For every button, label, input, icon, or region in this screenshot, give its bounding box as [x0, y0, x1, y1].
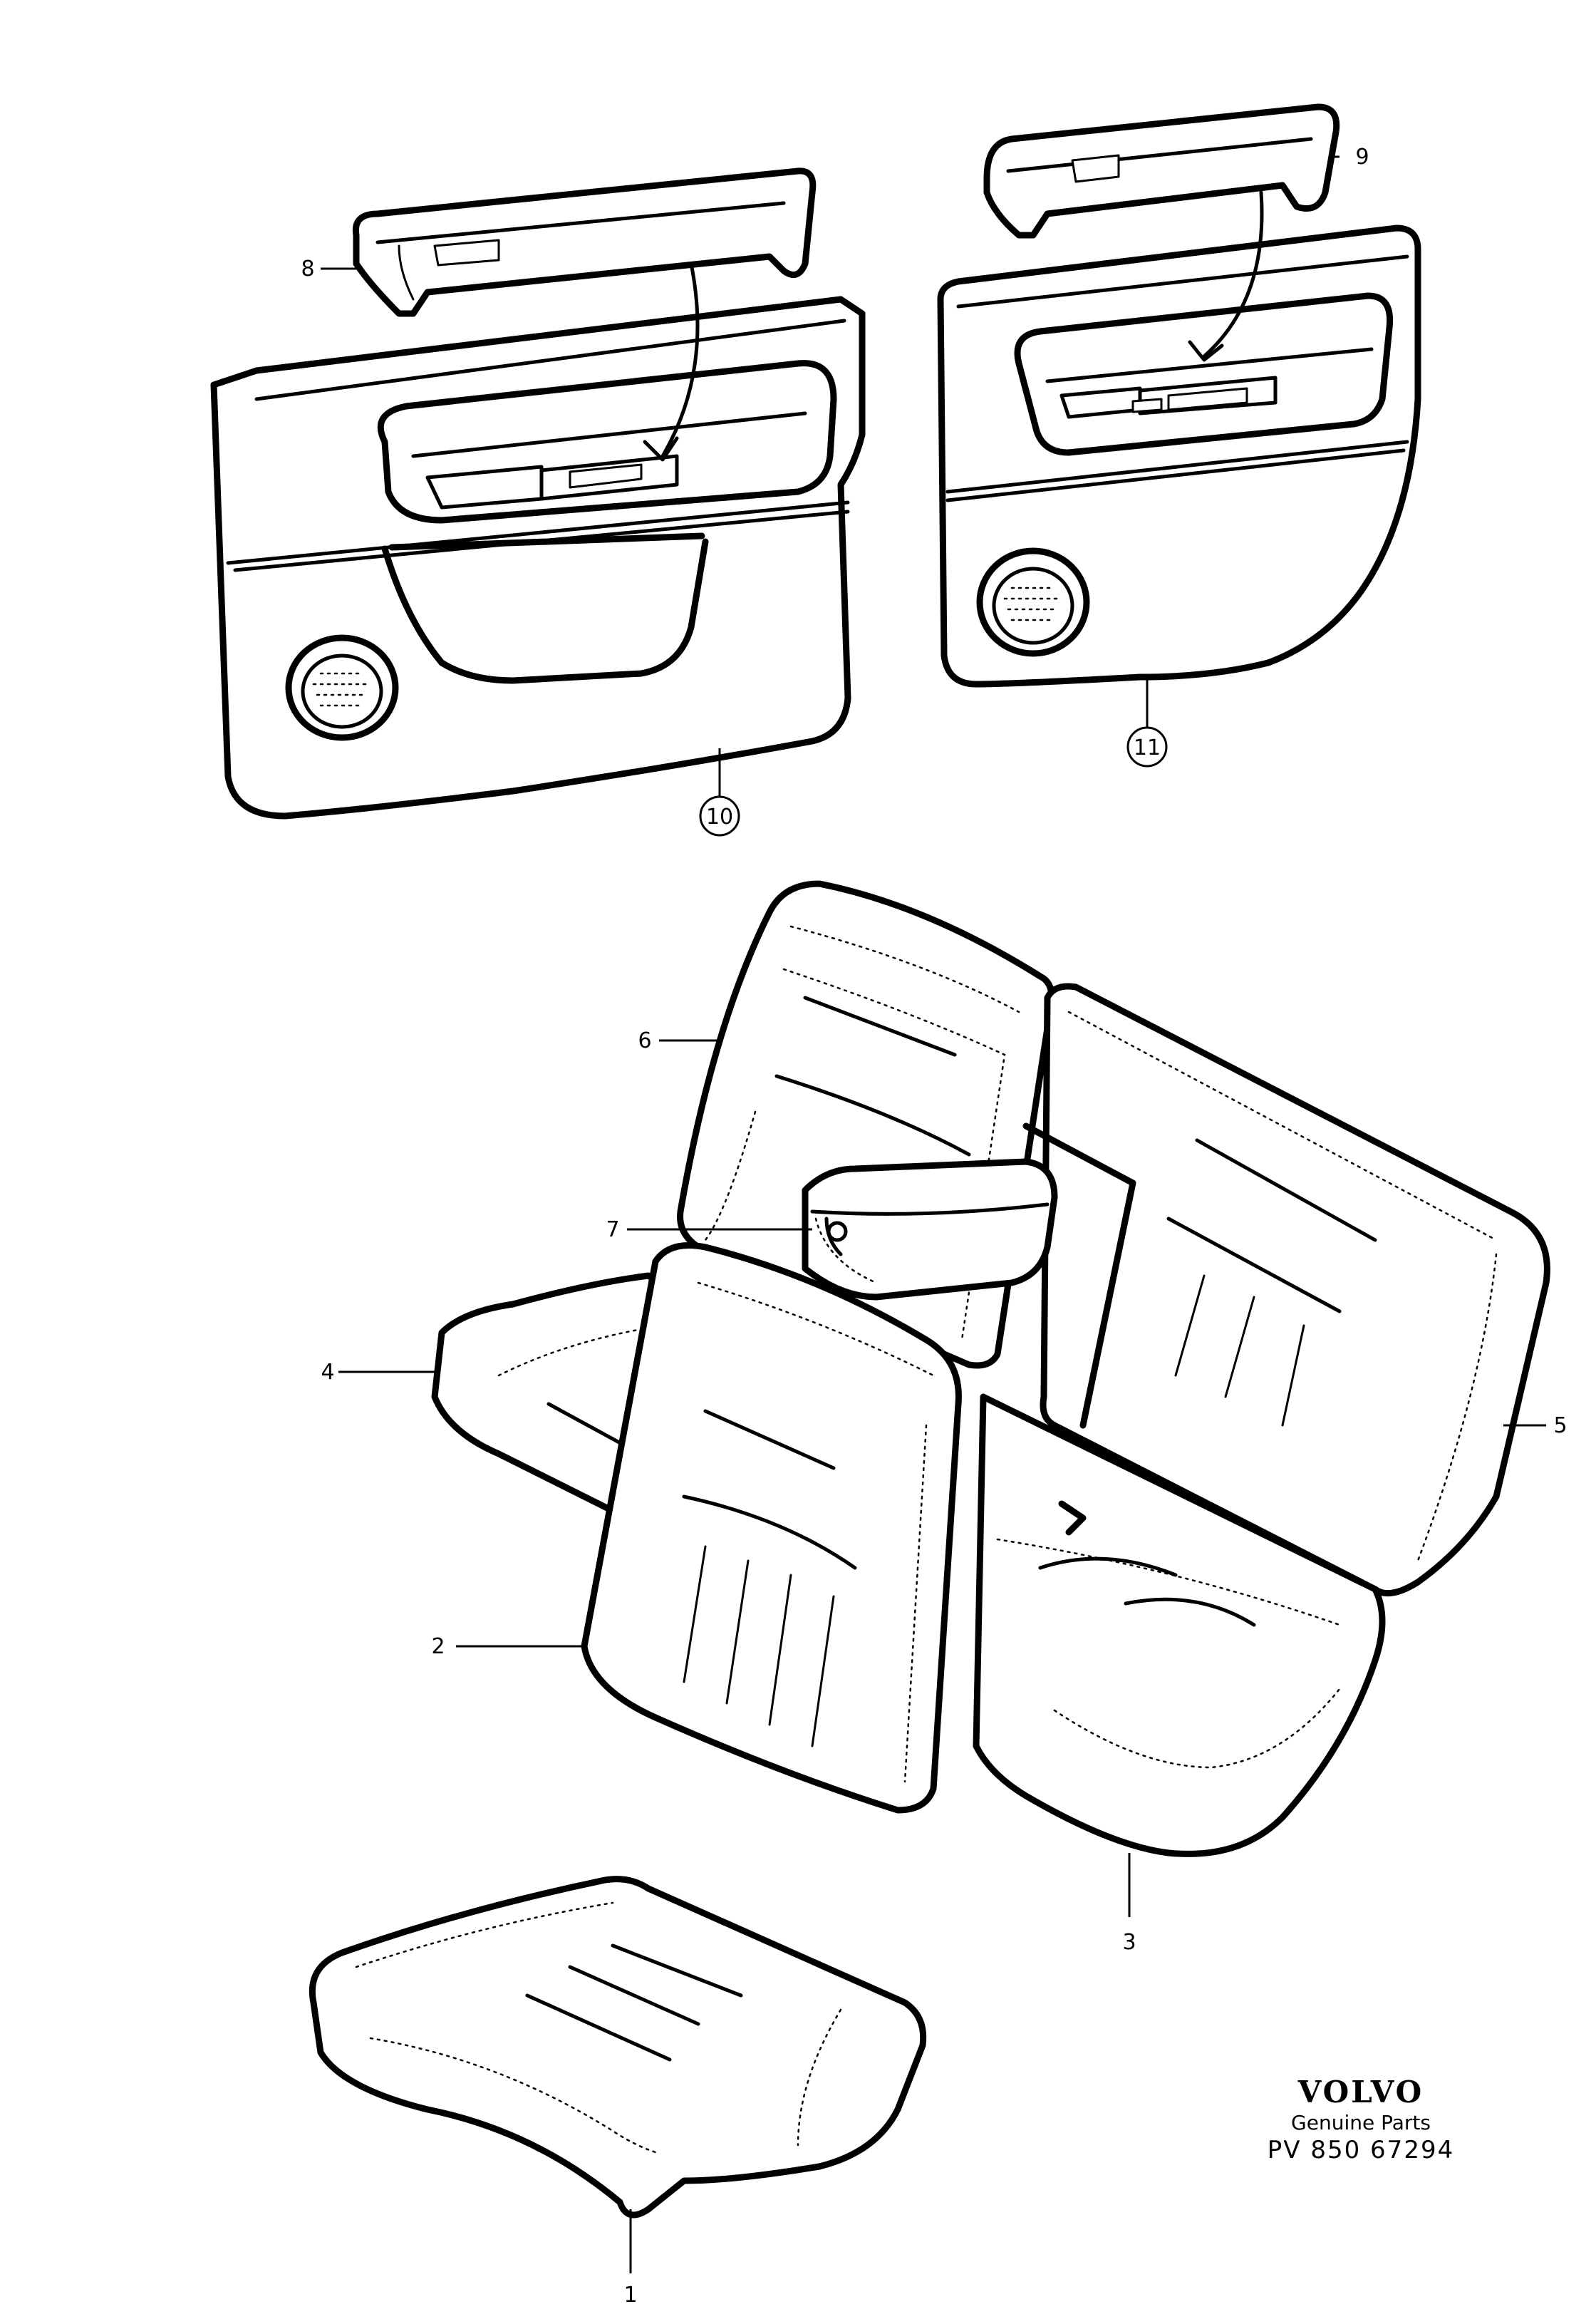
- rear-armrest: [802, 1158, 1058, 1301]
- callout-7: 7: [606, 1217, 619, 1242]
- callout-6: 6: [638, 1028, 651, 1053]
- callout-leaders: [321, 155, 1546, 2273]
- callout-2: 2: [431, 1634, 445, 1659]
- callout-8: 8: [301, 257, 314, 282]
- assembly-arrows: [643, 190, 1264, 462]
- brand-logo: VOLVO: [1297, 2075, 1424, 2109]
- callout-10: 10: [706, 805, 733, 830]
- rear-pull-handle: [983, 103, 1340, 239]
- callout-10-circle: [699, 795, 740, 837]
- rear-cushion-right: [973, 1393, 1386, 1857]
- callout-4: 4: [321, 1360, 334, 1385]
- brand-tagline: Genuine Parts: [1291, 2111, 1431, 2134]
- front-cushion: [309, 1876, 927, 2219]
- callout-1: 1: [623, 2283, 637, 2308]
- callout-11: 11: [1134, 735, 1161, 760]
- front-door-panel: [210, 296, 866, 820]
- rear-door-panel: [937, 224, 1421, 688]
- callout-11-circle: [1126, 726, 1168, 768]
- front-pull-handle: [352, 167, 817, 317]
- front-backrest: [581, 1242, 962, 1814]
- diagram-code: PV 850 67294: [1268, 2136, 1454, 2164]
- footer: VOLVO Genuine Parts PV 850 67294: [1268, 2075, 1454, 2164]
- callout-5: 5: [1553, 1413, 1567, 1438]
- callout-labels: 1 2 3 4 5 6 7 8 9 10 11: [301, 145, 1567, 2308]
- callout-3: 3: [1122, 1930, 1136, 1955]
- rear-backrest-right: [1022, 983, 1550, 1597]
- callout-9: 9: [1355, 145, 1369, 170]
